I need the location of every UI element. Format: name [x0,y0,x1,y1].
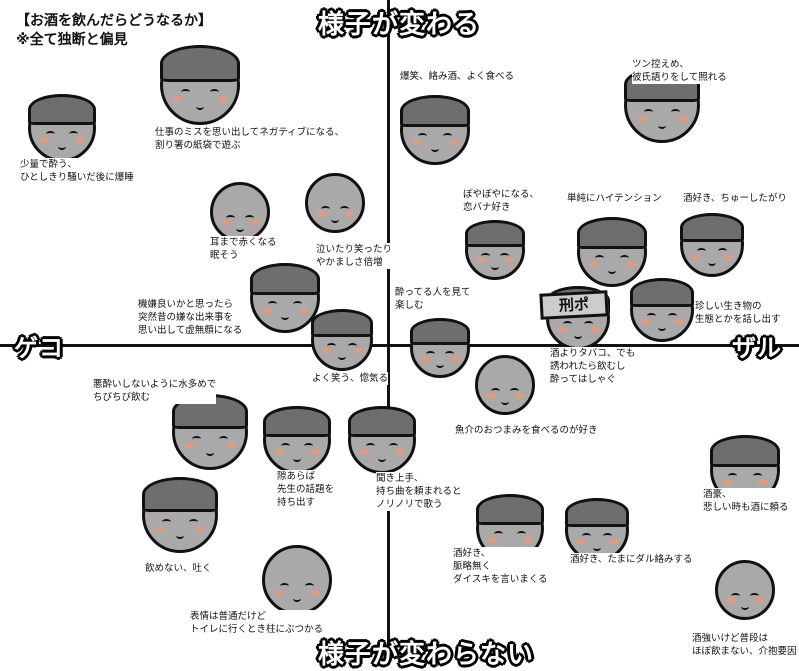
title: 【お酒を飲んだらどうなるか】 [16,13,212,29]
character-face-icon [348,406,416,474]
character-description: 耳まで赤くなる 眠そう [210,236,277,262]
axis-label-right: ザル [732,334,782,362]
character-description: 少量で酔う、 ひとしきり騒いだ後に爆睡 [20,158,134,184]
character-face-icon [210,182,270,242]
character-face-icon [263,406,331,474]
character-face-icon [311,309,373,371]
character-face-icon [400,95,470,165]
character-face-icon [172,394,248,470]
character-face-icon [410,318,470,378]
character-description: 珍しい生き物の 生態とかを話し出す [695,300,781,326]
character-description: 酒豪、 悲しい時も酒に頼る [703,488,789,514]
character-description: 魚介のおつまみを食べるのが好き [455,424,598,437]
character-face-icon [28,94,96,162]
character-description: 隙あらば 先生の話題を 持ち出す [277,470,335,509]
character-description: 酒強いけど普段は ほぼ飲まない、介抱要因 [692,632,797,658]
character-face-icon [142,477,218,553]
character-face-icon [475,355,535,415]
character-face-icon [305,173,365,233]
chart-heading: 【お酒を飲んだらどうなるか】 ※全て独断と偏見 [16,12,212,50]
character-face-icon [577,217,647,287]
character-description: 酒好き、ちゅーしたがり [683,192,787,205]
character-description: ぽやぽやになる、 恋バナ好き [463,188,540,214]
axis-label-left: ゲコ [14,334,64,362]
disclaimer: ※全て独断と偏見 [16,32,128,48]
character-description: 表情は普通だけど トイレに行くとき柱にぶつかる [190,610,324,636]
character-description: 飲めない、吐く [145,562,212,575]
character-description: ツン控えめ、 彼氏語りをして照れる [632,58,727,84]
axis-label-top: 様子が変わる [318,10,481,40]
character-description: よく笑う、惚気る [312,372,389,385]
character-face-icon [680,213,744,277]
character-face-icon [715,560,775,620]
character-face-icon [465,220,525,280]
character-description: 爆笑、絡み酒、よく食べる [400,70,515,83]
character-description: 単純にハイテンション [567,192,662,205]
character-description: 酒よりタバコ、でも 誘われたら飲むし 酔ってはしゃぐ [550,347,636,386]
character-face-icon [565,498,629,562]
character-description: 聞き上手、 持ち曲を頼まれると ノリノリで歌う [376,472,462,511]
character-description: 酒好き、 脈略無く ダイスキを言いまくる [453,547,548,586]
character-face-icon [262,545,332,615]
character-description: 悪酔いしないように水多めで ちびちび飲む [93,378,217,404]
horizontal-axis [0,344,799,347]
character-description: 機嫌良いかと思ったら 突然昔の嫌な出来事を 思い出して虚無顔になる [138,298,243,337]
censor-bar: 刑ポ [539,290,609,320]
character-description: 酔ってる人を見て 楽しむ [395,286,471,312]
character-description: 泣いたり笑ったり やかましさ倍増 [316,243,393,269]
character-face-icon [250,263,320,333]
vertical-axis [387,0,390,650]
axis-label-bottom: 様子が変わらない [318,640,535,670]
character-description: 仕事のミスを思い出してネガティブになる、 割り箸の紙袋で遊ぶ [155,126,345,152]
character-face-icon [160,45,240,125]
character-description: 酒好き、たまにダル絡みする [570,553,693,566]
character-face-icon [630,278,694,342]
